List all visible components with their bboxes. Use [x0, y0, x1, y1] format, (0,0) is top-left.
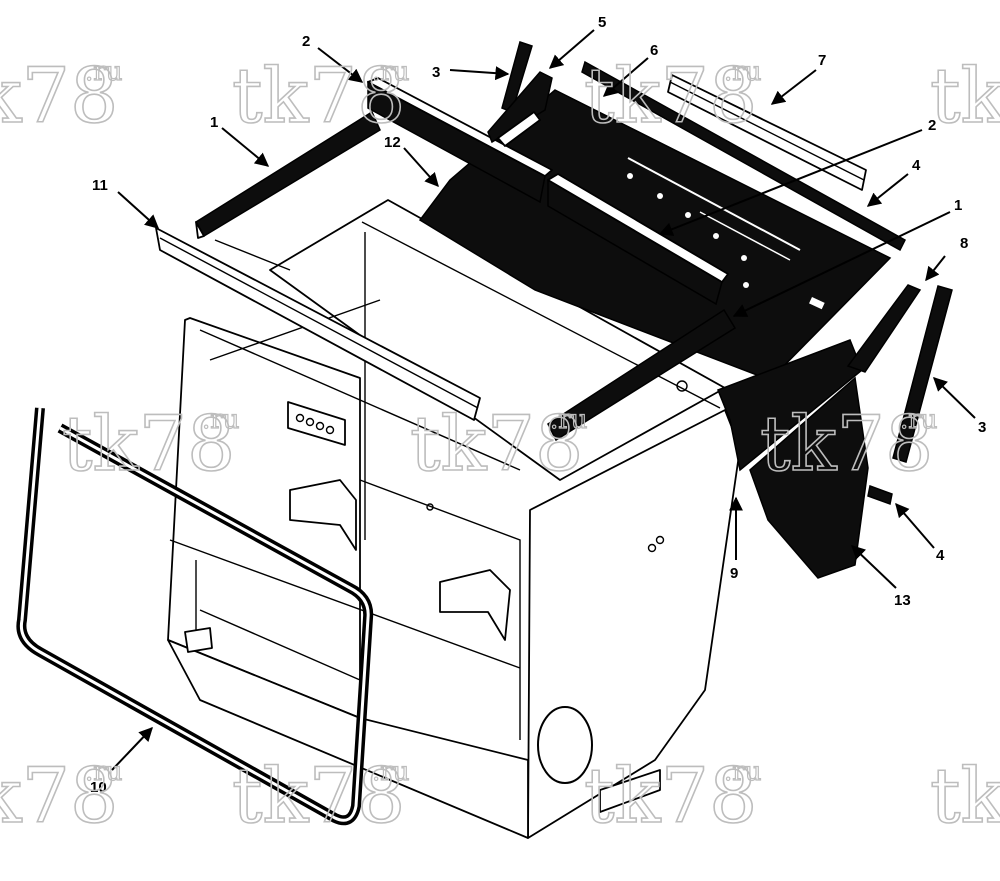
part-11-angle-bar [155, 227, 481, 421]
watermark-suffix: .ru [372, 57, 409, 87]
cab-body-frame [167, 199, 741, 839]
side-insulation-panel [717, 339, 893, 579]
callout-6: 6 [650, 42, 658, 59]
callout-8: 8 [960, 235, 968, 252]
part-5-wedge [487, 71, 553, 147]
part-4-small-block [867, 484, 893, 506]
callout-9: 9 [730, 565, 738, 582]
watermarks: tk78.rutk78.rutk78.rutk78.rutk78.rutk78.… [0, 50, 1000, 841]
part-2-middle-bar [547, 173, 729, 306]
callout-1a: 1 [210, 114, 218, 131]
watermark-text: tk78 [930, 51, 1000, 140]
callout-10: 10 [90, 779, 107, 796]
callout-7: 7 [818, 52, 826, 69]
watermark-suffix: .ru [724, 57, 761, 87]
watermark-text: tk78 [232, 51, 405, 140]
callout-13: 13 [894, 592, 911, 609]
watermark-suffix: .ru [85, 757, 122, 787]
part-2-upper-bar [367, 77, 553, 204]
callout-arrows [111, 29, 976, 771]
callout-1b: 1 [954, 197, 962, 214]
watermark-text: tk78 [0, 751, 118, 840]
watermark-text: tk78 [930, 751, 1000, 840]
callout-labels: 1 2 3 5 6 7 2 4 1 8 11 12 3 4 9 13 10 [90, 14, 986, 796]
callout-4b: 4 [936, 547, 945, 564]
watermark-text: tk78 [760, 399, 933, 488]
watermark-suffix: .ru [372, 757, 409, 787]
watermark-text: tk78 [232, 751, 405, 840]
callout-5: 5 [598, 14, 606, 31]
watermark-text: tk78 [584, 51, 757, 140]
callout-2a: 2 [302, 33, 310, 50]
watermark-text: tk78 [410, 399, 583, 488]
callout-3a: 3 [432, 64, 440, 81]
watermark-suffix: .ru [202, 405, 239, 435]
watermark-text: tk78 [584, 751, 757, 840]
callout-2b: 2 [928, 117, 936, 134]
watermark-text: tk78 [62, 399, 235, 488]
watermark-suffix: .ru [724, 757, 761, 787]
watermark-suffix: .ru [550, 405, 587, 435]
callout-12: 12 [384, 134, 401, 151]
part-1-left-bar [194, 110, 381, 239]
watermark-suffix: .ru [900, 405, 937, 435]
part-10-window-gasket [16, 407, 374, 826]
watermark-text: tk78 [0, 51, 118, 140]
part-1-right-bar [547, 308, 737, 442]
watermark-suffix: .ru [85, 57, 122, 87]
part-4-top-rail [581, 60, 906, 252]
callout-3b: 3 [978, 419, 986, 436]
part-3-right-strip [892, 285, 953, 463]
part-8-side-strip [846, 284, 922, 373]
callout-4a: 4 [912, 157, 921, 174]
callout-11: 11 [92, 177, 108, 194]
part-7-angle-strip [667, 74, 867, 191]
